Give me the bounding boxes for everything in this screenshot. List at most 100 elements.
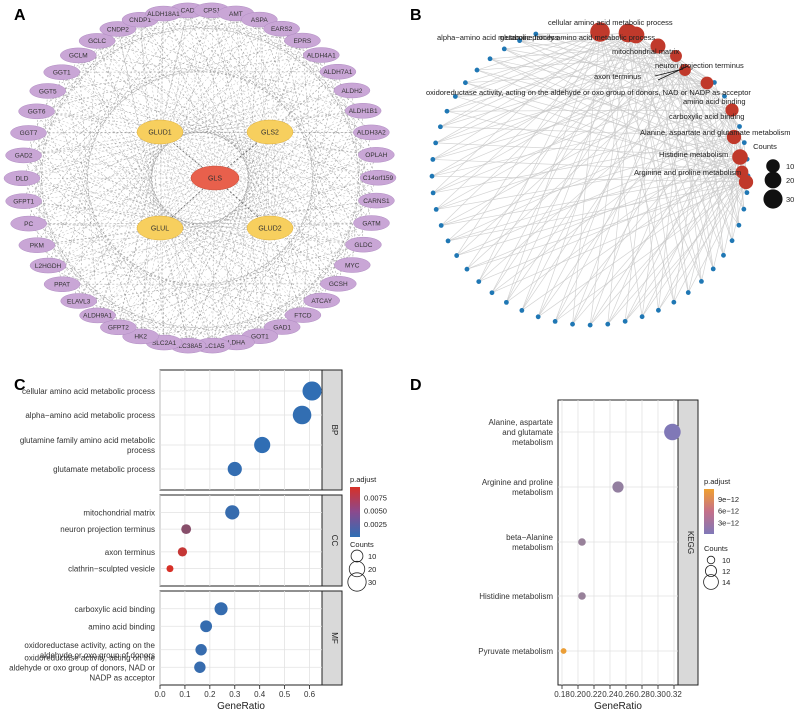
network-edge — [159, 10, 213, 229]
gene-dot — [476, 279, 482, 285]
gene-dot — [552, 319, 558, 324]
gene-node: GCLC — [78, 33, 116, 49]
cnet-edge — [432, 159, 743, 173]
gene-node-label: CPS1 — [203, 8, 220, 15]
network-edge — [159, 227, 322, 301]
cnet-edge — [466, 181, 747, 270]
term-label: Histidine metabolism — [659, 150, 728, 159]
gene-node-label: LDHA — [228, 340, 246, 347]
network-edge — [139, 19, 161, 133]
x-tick-label: 0.2 — [204, 690, 216, 699]
x-tick-label: 0.3 — [229, 690, 241, 699]
cnet-edges — [431, 31, 749, 326]
size-legend-dot — [706, 555, 716, 565]
legend-dot — [766, 159, 780, 173]
network-edge — [269, 227, 322, 301]
cnet-edge — [489, 58, 747, 183]
gene-node-label: GAD1 — [273, 324, 291, 331]
network-edge — [269, 90, 353, 229]
network-edge — [118, 90, 353, 328]
gene-node-ellipse — [43, 276, 81, 292]
cnet-edge — [447, 109, 733, 242]
network-edge — [139, 19, 165, 343]
network-edge — [269, 71, 339, 229]
cnet-edge — [624, 181, 747, 322]
network-edge — [259, 222, 372, 337]
network-edge — [47, 90, 216, 179]
network-edge — [47, 54, 322, 92]
color-legend-title: p.adjust — [350, 475, 377, 484]
x-tick-label: 0.32 — [666, 690, 682, 699]
gene-node-ellipse — [284, 32, 321, 49]
size-legend-title: Counts — [350, 540, 374, 549]
data-dot — [612, 481, 624, 493]
gene-node-label: ALDH18A1 — [147, 11, 180, 18]
cnet-edge — [641, 55, 677, 317]
network-edge — [23, 110, 364, 156]
network-edge — [159, 200, 377, 229]
gene-node-label: GFPT2 — [108, 325, 129, 332]
network-edge — [36, 40, 303, 112]
network-edge — [97, 19, 260, 42]
gene-node: GGT7 — [10, 125, 47, 141]
center-node: GLS — [190, 165, 240, 191]
network-edge — [159, 131, 261, 337]
row-label: beta−Alanine — [506, 533, 553, 542]
cnet-edge — [687, 181, 747, 293]
network-edge — [61, 72, 119, 328]
gene-node-label: C14orf159 — [363, 175, 394, 182]
row-label: and glutamate — [502, 428, 553, 437]
network-edge — [23, 155, 161, 229]
cnet-edge — [432, 34, 637, 160]
network-edge — [187, 10, 338, 73]
gene-node-ellipse — [99, 21, 137, 37]
gene-node: L2HGDH — [29, 257, 67, 274]
row-label: metabolism — [512, 438, 553, 447]
network-edge — [78, 264, 353, 302]
gene-node-ellipse — [319, 64, 357, 80]
row-label: process — [127, 446, 155, 455]
gene-dot — [721, 252, 726, 258]
network-edge — [23, 200, 271, 229]
network-edge — [159, 40, 303, 133]
network-edge — [269, 227, 283, 328]
cnet-edge — [519, 32, 629, 41]
row-label: aldehyde or oxo group of donors — [40, 651, 155, 660]
facet-strip-label: BP — [330, 425, 339, 436]
network-edge — [36, 111, 161, 229]
gene-dot — [444, 108, 450, 114]
row-label: axon terminus — [105, 548, 155, 557]
cnet-edge — [535, 33, 677, 57]
row-label: glutamate metabolic process — [53, 465, 155, 474]
cnet-edge — [673, 171, 743, 303]
gene-node-label: ALDH4A1 — [307, 52, 336, 59]
term-label: oxidoreductase activity, acting on the a… — [426, 88, 751, 97]
network-edge — [61, 28, 119, 285]
gene-dot — [587, 322, 593, 328]
network-edge — [163, 13, 322, 301]
x-tick-label: 0.24 — [602, 690, 618, 699]
row-label: oxidoreductase activity, acting on the — [24, 653, 155, 662]
network-edge — [28, 131, 161, 224]
cnet-edge — [554, 69, 686, 322]
gene-node: HK2 — [122, 328, 159, 345]
gene-node: EARS2 — [263, 20, 300, 37]
hub-node: GLUL — [136, 215, 184, 241]
network-edge — [269, 28, 282, 133]
data-dot — [578, 538, 586, 546]
gene-node-ellipse — [5, 147, 42, 164]
gene-dot — [699, 279, 704, 284]
gene-node-label: ALDH2 — [341, 88, 362, 95]
cnet-edge — [599, 31, 740, 226]
cnet-edge — [506, 31, 601, 303]
network-edge — [23, 155, 271, 229]
network-edge — [78, 13, 237, 302]
gene-node-ellipse — [358, 192, 395, 209]
network-edge — [48, 227, 271, 266]
gene-dot — [622, 318, 628, 324]
gene-dot — [605, 321, 611, 327]
network-edge — [159, 227, 165, 343]
cnet-edge — [607, 171, 743, 325]
hub-node-ellipse — [136, 119, 184, 145]
color-legend-tick: 3e−12 — [718, 518, 739, 527]
